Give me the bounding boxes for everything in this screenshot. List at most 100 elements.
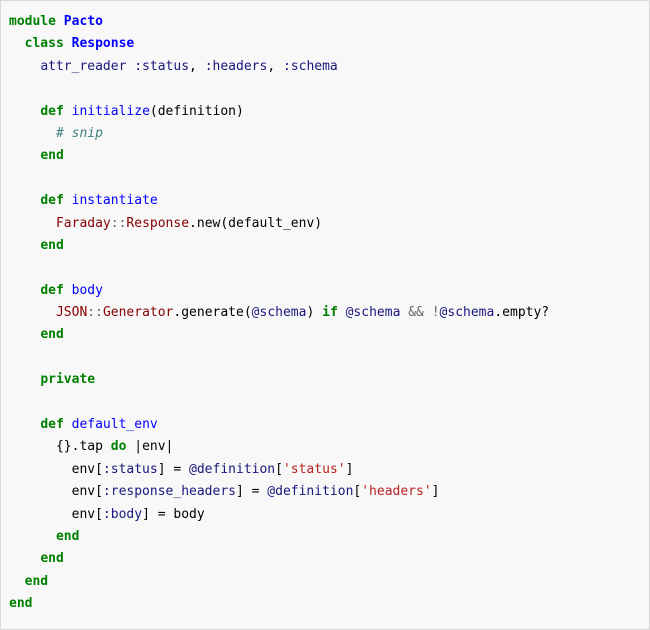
code-token-plain [9, 417, 40, 432]
code-token-plain: ) [306, 305, 323, 321]
code-line: end [9, 571, 641, 593]
code-line: env[:response_headers] = @definition['he… [9, 481, 641, 503]
code-token-keyword: private [40, 372, 96, 388]
code-token-keyword: end [40, 327, 64, 343]
code-token-keyword: end [55, 528, 80, 544]
code-token-ivar: @schema [439, 305, 495, 321]
code-content: module Pacto class Response attr_reader … [9, 11, 641, 616]
code-token-ivar: @schema [345, 305, 401, 321]
code-token-namespace: Pacto [63, 14, 103, 29]
code-token-plain: env[ [9, 506, 103, 522]
code-token-plain: env[ [9, 484, 103, 500]
code-token-operator: :: [87, 305, 103, 321]
code-token-keyword: end [9, 596, 33, 612]
code-token-constant: Response [126, 215, 190, 231]
code-token-symbol: :body [102, 506, 143, 522]
code-token-plain [9, 126, 56, 141]
code-token-keyword: do [110, 439, 127, 455]
code-token-ivar: @schema [251, 305, 307, 321]
code-token-plain [9, 216, 56, 231]
code-token-plain [9, 283, 40, 298]
code-line: end [9, 235, 641, 257]
code-token-symbol: :schema [282, 58, 338, 74]
code-token-builtin: attr_reader [40, 58, 127, 74]
code-token-constant: JSON [55, 305, 88, 321]
code-line: end [9, 526, 641, 548]
code-token-ivar: @definition [189, 461, 276, 477]
code-token-function: initialize [71, 103, 150, 119]
code-token-function: body [71, 282, 103, 298]
code-token-function: instantiate [71, 193, 158, 209]
code-token-plain: env[ [9, 461, 103, 477]
code-line: attr_reader :status, :headers, :schema [9, 56, 641, 78]
code-token-plain: , [189, 58, 205, 74]
code-token-plain [64, 417, 72, 432]
code-token-plain [9, 551, 40, 566]
code-line: class Response [9, 33, 641, 55]
code-token-keyword: class [24, 36, 64, 52]
code-token-keyword: def [40, 193, 64, 209]
code-token-plain [56, 14, 64, 29]
code-token-plain [9, 104, 40, 119]
code-token-plain: {}.tap [55, 439, 111, 455]
code-token-plain [424, 305, 432, 320]
code-line [9, 257, 641, 279]
code-line: end [9, 548, 641, 570]
code-token-plain [64, 193, 72, 208]
code-line: def instantiate [9, 190, 641, 212]
code-line: # snip [9, 123, 641, 145]
code-token-plain [9, 36, 25, 51]
code-line: end [9, 324, 641, 346]
code-token-plain: [ [275, 461, 283, 477]
code-token-string: 'status' [282, 461, 346, 477]
code-token-plain [9, 529, 56, 544]
code-line [9, 78, 641, 100]
code-line: end [9, 593, 641, 615]
code-token-comment: # snip [55, 125, 103, 141]
code-token-keyword: def [40, 417, 64, 433]
code-token-constant: Generator [102, 305, 174, 321]
code-token-plain [9, 193, 40, 208]
code-token-plain [9, 238, 40, 253]
code-line: Faraday::Response.new(default_env) [9, 213, 641, 235]
code-token-string: 'headers' [361, 484, 432, 500]
code-token-plain: [ [353, 484, 362, 500]
code-token-keyword: if [322, 305, 338, 321]
code-line: def body [9, 280, 641, 302]
code-token-plain: ] [345, 461, 354, 477]
code-token-symbol: :status [102, 461, 158, 477]
code-token-plain: (definition) [149, 103, 244, 119]
code-token-plain [9, 439, 56, 454]
code-token-plain [64, 36, 72, 51]
code-token-plain [9, 574, 25, 589]
code-line: module Pacto [9, 11, 641, 33]
code-token-plain: , [267, 58, 283, 74]
code-line: end [9, 145, 641, 167]
code-token-keyword: module [9, 14, 56, 29]
code-token-symbol: :response_headers [102, 484, 236, 500]
code-token-plain [9, 305, 56, 320]
code-token-keyword: end [40, 148, 64, 164]
code-token-plain: ] [431, 484, 440, 500]
code-token-plain: |env| [126, 439, 174, 455]
code-token-constant: Faraday [55, 215, 111, 231]
code-line [9, 392, 641, 414]
code-token-keyword: end [40, 237, 64, 253]
code-token-plain [64, 283, 72, 298]
code-token-plain [9, 59, 40, 74]
code-token-function: default_env [71, 417, 158, 433]
code-token-plain: .generate( [173, 305, 252, 321]
code-line: private [9, 369, 641, 391]
code-line: env[:status] = @definition['status'] [9, 459, 641, 481]
code-line: def initialize(definition) [9, 101, 641, 123]
code-token-plain: .new(default_env) [189, 215, 323, 231]
code-line [9, 168, 641, 190]
code-token-plain: ] = [235, 484, 268, 500]
code-token-plain: ] = body [142, 506, 205, 522]
code-token-plain: .empty? [494, 305, 550, 321]
code-line [9, 347, 641, 369]
code-line: {}.tap do |env| [9, 436, 641, 458]
code-token-plain: ] = [157, 461, 190, 477]
code-token-keyword: end [24, 573, 49, 589]
